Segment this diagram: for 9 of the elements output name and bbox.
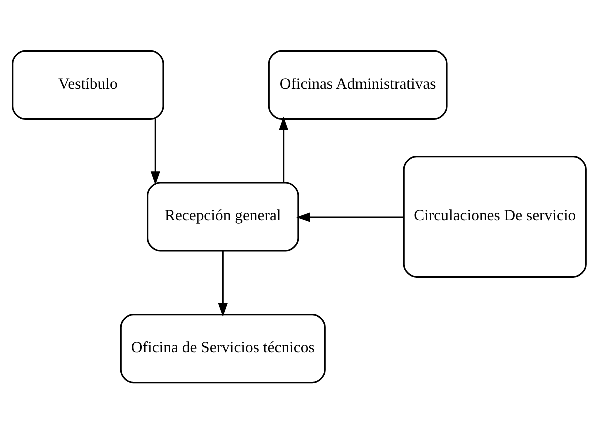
node-box: Oficinas Administrativas: [268, 50, 448, 120]
arrow: [279, 116, 289, 183]
node-box: Circulaciones De servicio: [403, 156, 587, 278]
arrow: [296, 212, 404, 222]
node-box: Oficina de Servicios técnicos: [120, 314, 326, 384]
arrow: [150, 119, 160, 186]
node-box: Vestíbulo: [12, 50, 164, 120]
node-box: Recepción general: [147, 182, 300, 252]
arrow: [218, 251, 228, 318]
